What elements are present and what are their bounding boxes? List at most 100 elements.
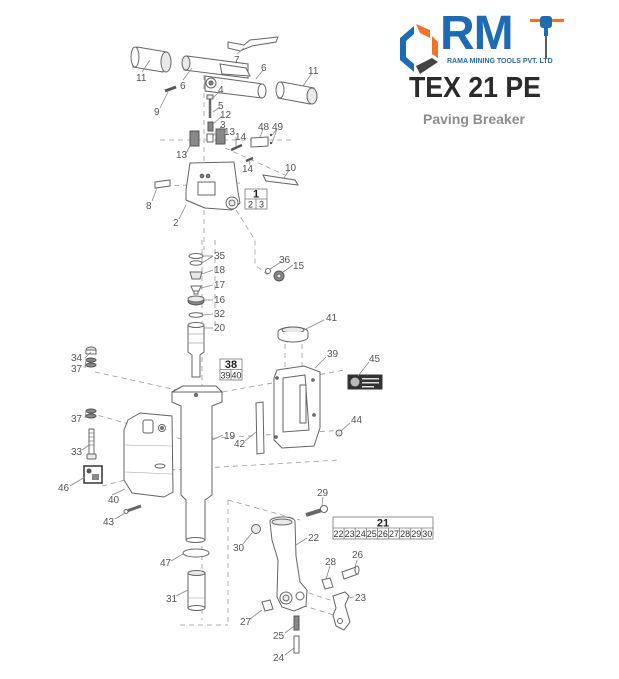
part-pin-14a[interactable]: [230, 143, 243, 152]
label-44: 44: [351, 415, 363, 426]
part-oring-32[interactable]: [188, 312, 204, 318]
part-spring-13b[interactable]: [215, 128, 226, 145]
label-17: 17: [214, 280, 226, 291]
part-pin-10[interactable]: [262, 174, 299, 186]
part-cap-34[interactable]: [85, 346, 97, 355]
part-muffler-half-39[interactable]: [273, 365, 321, 449]
part-bolt-4[interactable]: [206, 94, 214, 118]
part-spring-12[interactable]: [207, 121, 214, 132]
part-handle-housing-2[interactable]: [185, 161, 241, 211]
part-pins-49[interactable]: [269, 133, 273, 145]
label-15: 15: [293, 261, 305, 272]
part-plate-48[interactable]: [250, 136, 269, 148]
kit-21-item: 29: [411, 529, 421, 539]
kit-21-item: 22: [333, 529, 343, 539]
label-39: 39: [327, 349, 339, 360]
part-nut-18[interactable]: [189, 271, 203, 280]
label-34: 34: [71, 353, 83, 364]
label-19: 19: [224, 431, 236, 442]
part-bolt-29[interactable]: [305, 505, 328, 517]
kit-21-item: 23: [345, 529, 355, 539]
label-49: 49: [272, 122, 284, 133]
kit-21-item: 26: [378, 529, 388, 539]
part-plug-15[interactable]: [273, 270, 285, 282]
part-muffler-half-40[interactable]: [123, 412, 174, 498]
label-31: 31: [166, 594, 178, 605]
part-handle-grip-left[interactable]: [130, 46, 172, 73]
part-pin-26[interactable]: [341, 565, 360, 580]
part-pin-8[interactable]: [154, 179, 171, 189]
part-retainer-arm-22[interactable]: [269, 516, 308, 612]
company-name: RAMA MINING TOOLS PVT. LTD: [447, 58, 553, 65]
part-buffer-41[interactable]: [277, 326, 309, 343]
label-30: 30: [233, 543, 245, 554]
part-spring-13a[interactable]: [189, 130, 200, 147]
part-number-labels: 11 6 7 6 11 9 4 5 12 3 13 13 14 48 49 14…: [58, 55, 381, 664]
part-spring-25[interactable]: [293, 615, 300, 631]
kit-21-item: 30: [422, 529, 432, 539]
part-pin-14b[interactable]: [245, 156, 254, 163]
part-bushing-27[interactable]: [261, 599, 274, 612]
model-title: TEX 21 PE: [409, 72, 541, 104]
part-pin-42[interactable]: [255, 401, 265, 455]
part-bolt-33[interactable]: [86, 428, 97, 460]
label-18: 18: [214, 265, 226, 276]
label-37: 37: [71, 364, 83, 375]
label-14: 14: [242, 164, 254, 175]
part-chuck-sleeve-31[interactable]: [187, 570, 206, 611]
part-washer-36[interactable]: [265, 268, 271, 274]
part-latch-23[interactable]: [332, 591, 351, 631]
label-28: 28: [325, 557, 337, 568]
product-type: Paving Breaker: [423, 111, 525, 127]
label-10: 10: [285, 163, 297, 174]
label-45: 45: [369, 354, 381, 365]
label-47: 47: [160, 558, 172, 569]
part-washer-37a[interactable]: [85, 357, 97, 368]
label-7: 7: [234, 55, 240, 66]
part-nut-44[interactable]: [335, 429, 343, 437]
kit-38-item: 39: [220, 371, 230, 381]
part-piston-20[interactable]: [187, 322, 205, 378]
label-13: 13: [224, 127, 236, 138]
part-ring-35a[interactable]: [188, 253, 204, 259]
label-41: 41: [326, 313, 338, 324]
part-valve-17[interactable]: [190, 285, 202, 295]
label-40: 40: [108, 495, 120, 506]
label-11: 11: [136, 73, 147, 84]
label-6: 6: [180, 81, 186, 92]
part-ring-35b[interactable]: [189, 260, 203, 266]
label-43: 43: [103, 517, 115, 528]
part-valve-3[interactable]: [206, 133, 214, 143]
part-oring-47[interactable]: [182, 548, 210, 558]
label-35: 35: [214, 251, 226, 262]
part-label-45[interactable]: [347, 374, 383, 390]
label-26: 26: [352, 550, 364, 561]
kit-21-item: 28: [400, 529, 410, 539]
part-handle-grip-right[interactable]: [275, 81, 318, 105]
part-label-46[interactable]: [83, 465, 103, 484]
part-screw-43[interactable]: [123, 504, 142, 514]
label-4: 4: [218, 85, 224, 96]
part-handle-bar-upper[interactable]: [181, 55, 251, 79]
label-3: 3: [220, 120, 226, 131]
label-32: 32: [214, 309, 226, 320]
part-bushing-16[interactable]: [187, 295, 205, 306]
label-11: 11: [308, 66, 319, 77]
part-washer-37b[interactable]: [85, 408, 97, 419]
label-6: 6: [261, 63, 267, 74]
part-throttle-lever[interactable]: [227, 36, 279, 52]
part-pin-9[interactable]: [164, 85, 177, 93]
label-33: 33: [71, 447, 83, 458]
label-22: 22: [308, 533, 320, 544]
part-nut-30[interactable]: [251, 524, 261, 534]
label-9: 9: [154, 107, 160, 118]
part-cylinder-19[interactable]: [171, 385, 224, 543]
label-12: 12: [220, 110, 232, 121]
kit-38-item: 40: [231, 371, 241, 381]
part-handle-bar-lower[interactable]: [204, 75, 267, 99]
part-plunger-24[interactable]: [293, 635, 300, 654]
part-bushing-28[interactable]: [321, 577, 334, 590]
kit-1-item: 2: [248, 200, 253, 210]
label-23: 23: [355, 593, 367, 604]
